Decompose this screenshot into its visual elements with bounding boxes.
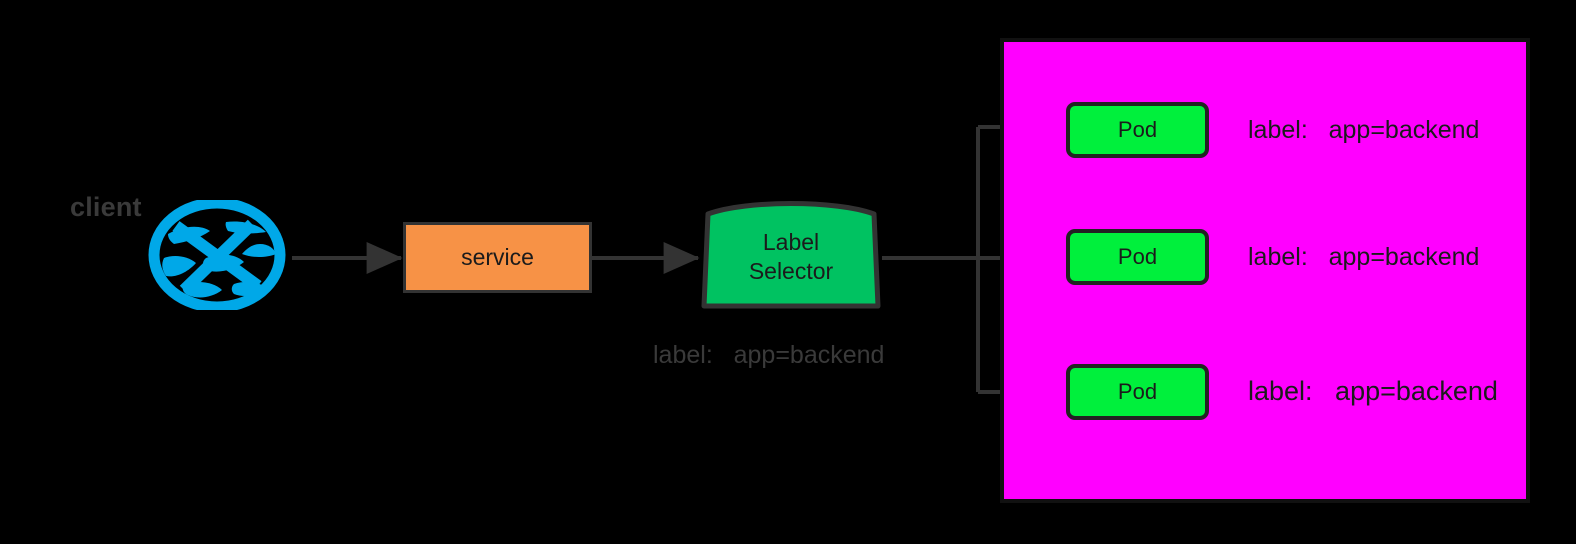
- label-selector-line-1: Label: [762, 229, 820, 255]
- globe-icon: [148, 197, 286, 313]
- pod-node-label: Pod: [1117, 379, 1158, 404]
- pod-caption-2: label: app=backend: [1248, 243, 1480, 271]
- label-selector-shape: [701, 201, 881, 309]
- label-selector-caption: label: app=backend: [653, 341, 885, 369]
- pod-caption-3: label: app=backend: [1248, 376, 1498, 406]
- pod-node-2[interactable]: Pod: [1066, 229, 1209, 285]
- service-node-label: service: [461, 244, 534, 270]
- label-selector-node[interactable]: Label Selector: [700, 198, 882, 310]
- label-selector-text: Label Selector: [700, 228, 882, 286]
- pod-node-label: Pod: [1117, 117, 1158, 142]
- service-node[interactable]: service: [403, 222, 592, 293]
- pod-node-3[interactable]: Pod: [1066, 364, 1209, 420]
- label-selector-line-2: Selector: [748, 258, 834, 284]
- pod-node-1[interactable]: Pod: [1066, 102, 1209, 158]
- client-label: client: [70, 192, 142, 222]
- pod-caption-1: label: app=backend: [1248, 116, 1480, 144]
- pod-node-label: Pod: [1117, 244, 1158, 269]
